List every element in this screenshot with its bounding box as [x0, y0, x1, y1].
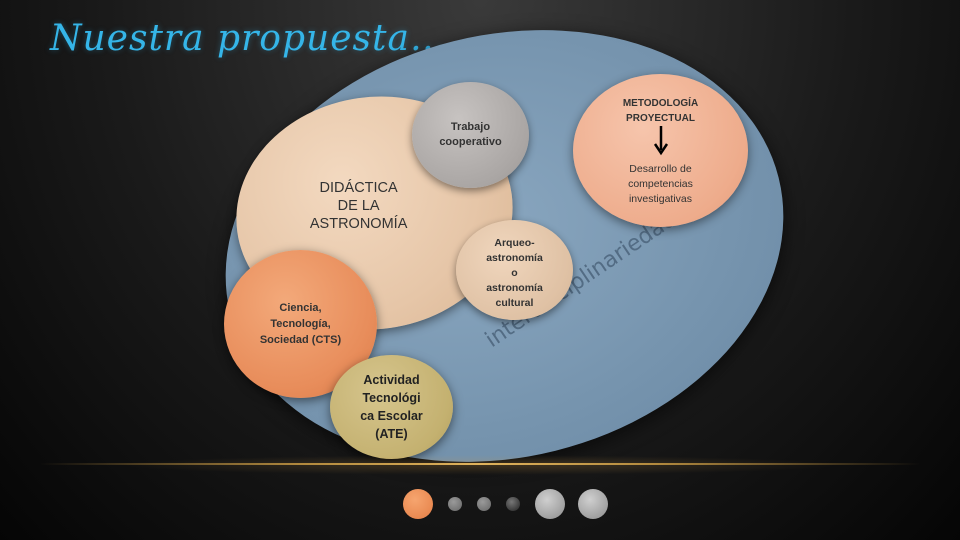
trabajo-cooperativo-circle: Trabajo cooperativo — [412, 82, 529, 188]
floor-glow — [120, 455, 840, 475]
nav-dot-2[interactable] — [448, 497, 462, 511]
nav-dot-5[interactable] — [535, 489, 565, 519]
floor-line — [40, 463, 920, 465]
arrow-down-icon — [653, 126, 668, 156]
arqueoastronomia-label: Arqueo- astronomía o astronomía cultural — [486, 236, 543, 309]
didactica-label: DIDÁCTICA DE LA ASTRONOMÍA — [309, 180, 408, 233]
cts-label: Ciencia, Tecnología, Sociedad (CTS) — [259, 302, 342, 346]
metodologia-subtext: Desarrollo de competencias investigativa… — [628, 163, 693, 205]
ate-label: Actividad Tecnológi ca Escolar (ATE) — [360, 373, 423, 441]
trabajo-cooperativo-label: Trabajo cooperativo — [439, 121, 502, 148]
nav-dot-1[interactable] — [403, 489, 433, 519]
ate-circle: Actividad Tecnológi ca Escolar (ATE) — [330, 355, 453, 459]
nav-dot-3[interactable] — [477, 497, 491, 511]
cts-circle: Ciencia, Tecnología, Sociedad (CTS) — [224, 250, 377, 398]
nav-dot-6[interactable] — [578, 489, 608, 519]
metodologia-heading: METODOLOGÍA PROYECTUAL — [622, 98, 699, 124]
nav-dot-4[interactable] — [506, 497, 520, 511]
arqueoastronomia-circle: Arqueo- astronomía o astronomía cultural — [456, 220, 573, 320]
slide-title: Nuestra propuesta… — [50, 18, 447, 59]
metodologia-circle: METODOLOGÍA PROYECTUAL Desarrollo de com… — [573, 74, 748, 227]
